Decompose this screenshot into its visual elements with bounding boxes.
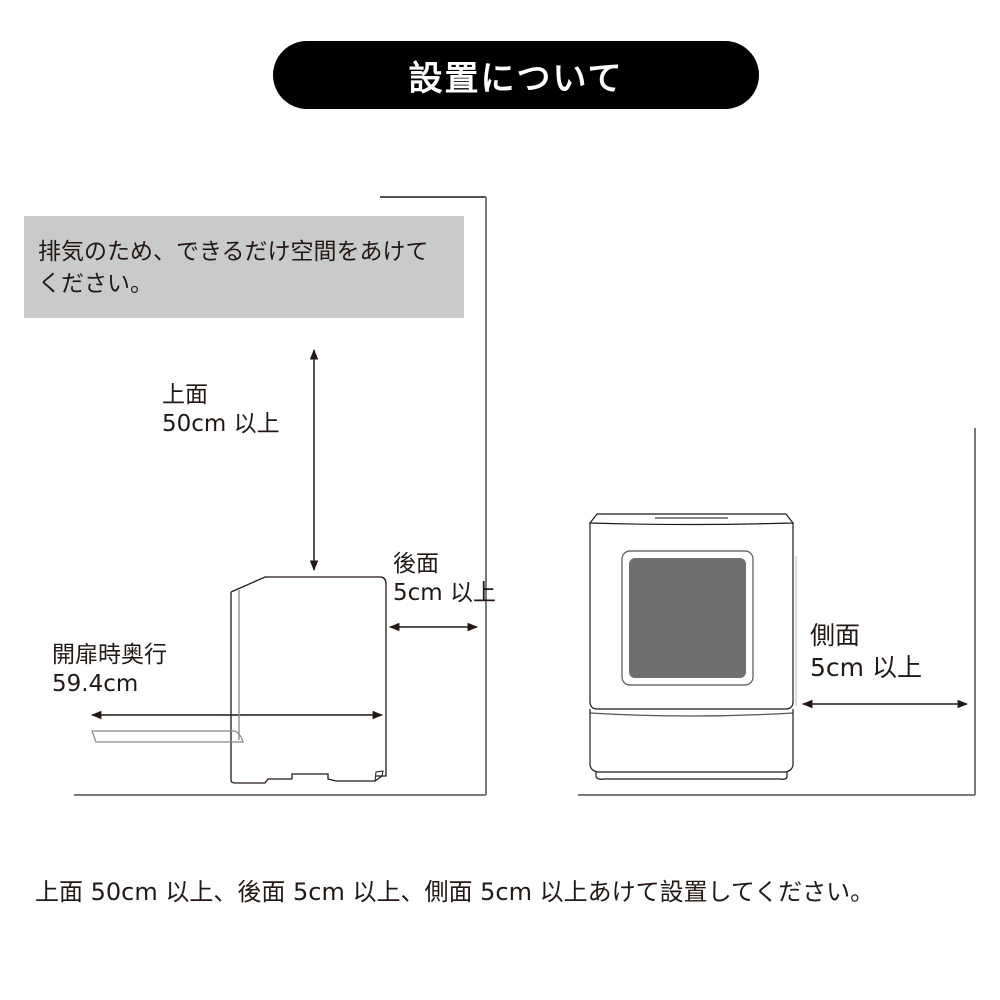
- top-clearance-value: 50cm 以上: [162, 411, 280, 437]
- open-door: [91, 730, 244, 743]
- open-depth-title: 開扉時奥行: [52, 642, 167, 668]
- back-clearance-label: 後面 5cm 以上: [393, 550, 496, 608]
- installation-instruction: 上面 50cm 以上、後面 5cm 以上、側面 5cm 以上あけて設置してくださ…: [35, 878, 875, 906]
- door-window: [629, 558, 746, 678]
- back-clearance-title: 後面: [393, 551, 439, 577]
- side-clearance-value: 5cm 以上: [810, 653, 922, 682]
- note-line-2: ください。: [38, 271, 153, 297]
- section-title: 設置について: [273, 41, 759, 109]
- dishwasher-side-view: [230, 576, 387, 784]
- front-view-walls: [578, 428, 976, 796]
- top-clearance-title: 上面: [162, 382, 208, 408]
- ventilation-note: 排気のため、できるだけ空間をあけて ください。: [24, 216, 464, 318]
- open-depth-label: 開扉時奥行 59.4cm: [52, 641, 167, 699]
- dishwasher-front-view: [588, 513, 795, 780]
- side-clearance-title: 側面: [810, 621, 861, 650]
- side-view-walls: [74, 196, 487, 796]
- side-clearance-label: 側面 5cm 以上: [810, 620, 922, 684]
- open-depth-value: 59.4cm: [52, 671, 139, 697]
- note-line-1: 排気のため、できるだけ空間をあけて: [38, 239, 429, 265]
- back-clearance-value: 5cm 以上: [393, 580, 496, 606]
- section-title-text: 設置について: [408, 58, 624, 99]
- top-clearance-label: 上面 50cm 以上: [162, 381, 280, 439]
